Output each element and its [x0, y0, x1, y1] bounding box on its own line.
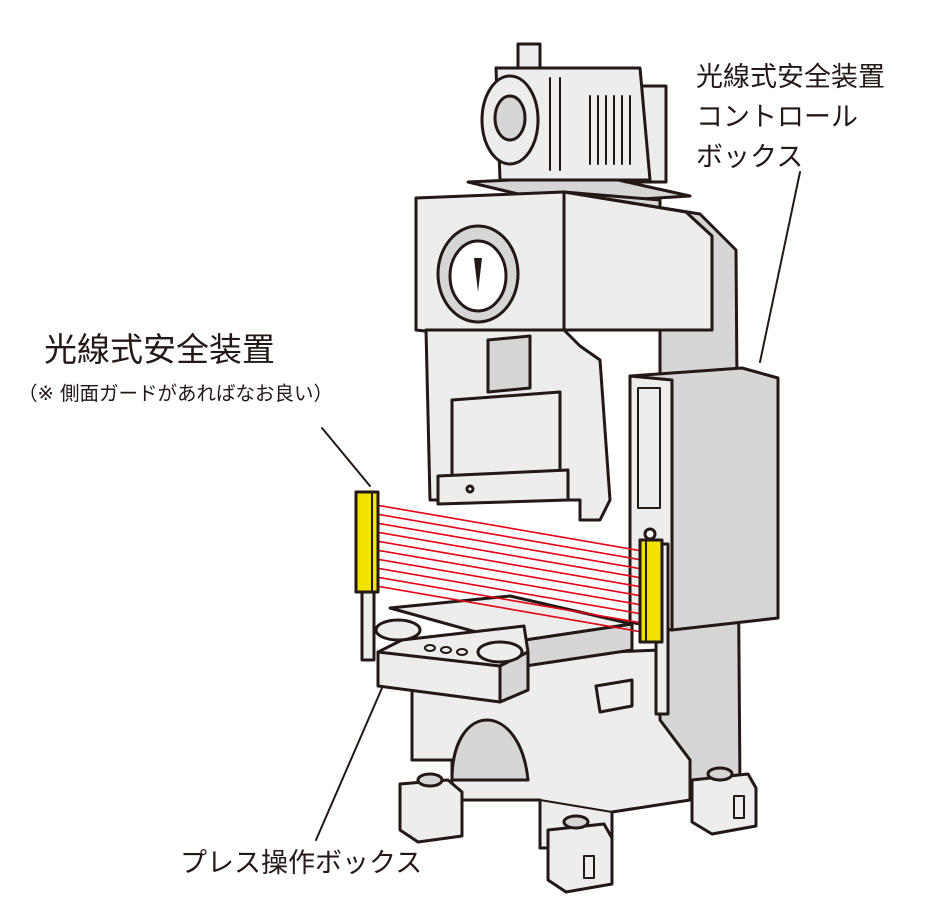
- control-box-label-line-1: 光線式安全装置: [696, 62, 885, 93]
- motor-icon: [466, 42, 692, 206]
- light-curtain-sensor-icon: [354, 490, 380, 662]
- control-box-label-line-2: コントロール: [696, 102, 858, 133]
- leader-line-control-box: [759, 171, 801, 363]
- push-button-icon: [374, 618, 422, 642]
- press-slide: [436, 334, 570, 506]
- control-box-label: 光線式安全装置 コントロール ボックス: [696, 58, 885, 178]
- control-box-label-line-3: ボックス: [696, 142, 804, 173]
- press-operation-box: [374, 618, 530, 704]
- light-curtain-sensor-icon: [638, 527, 670, 716]
- operation-box-label: プレス操作ボックス: [180, 848, 423, 879]
- side-bracket: [594, 678, 634, 714]
- push-button-icon: [476, 640, 524, 664]
- leader-line-operation-box: [315, 687, 383, 841]
- light-curtain-label: 光線式安全装置: [44, 330, 275, 369]
- light-curtain-beams: [375, 504, 649, 634]
- machine-feet: [398, 766, 758, 894]
- leader-line-light-curtain: [321, 427, 371, 487]
- light-curtain-note: （※ 側面ガードがあればなお良い）: [18, 382, 334, 405]
- pressure-gauge-icon: [436, 224, 520, 324]
